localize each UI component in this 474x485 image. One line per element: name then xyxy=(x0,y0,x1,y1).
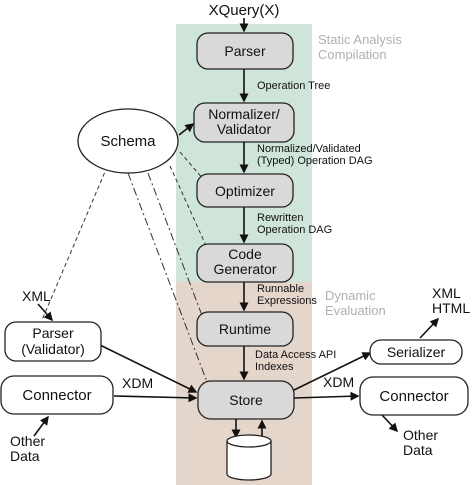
code-generator-node-label-line: Generator xyxy=(213,261,276,277)
schema-to-store-link xyxy=(127,172,208,383)
xdm-right-label-line: XDM xyxy=(323,374,354,390)
connector-right-node-label-line: Connector xyxy=(379,388,448,405)
parser-node-label-line: Parser xyxy=(224,43,266,59)
parser-validator-node-label-line: Parser xyxy=(32,325,74,341)
other-data-left-label-line: Data xyxy=(10,448,40,464)
rewritten-dag-label-line: Rewritten xyxy=(257,212,303,224)
optimizer-node-label: Optimizer xyxy=(215,183,275,199)
schema-to-codegen-link xyxy=(169,165,209,251)
xdm-left-label-line: XDM xyxy=(122,375,153,391)
static-phase-label-line: Static Analysis xyxy=(318,32,402,47)
code-generator-node xyxy=(196,243,294,283)
data-access-label-line: Indexes xyxy=(255,361,294,373)
xml-input-label: XML xyxy=(22,288,51,304)
input-query-label: XQuery(X) xyxy=(209,2,280,19)
arrow-store-to-serializer xyxy=(293,352,372,391)
runnable-expressions-label-line: Expressions xyxy=(257,295,317,307)
other-data-right-label-line: Data xyxy=(403,442,433,458)
store-node-label: Store xyxy=(229,392,263,408)
normalizer-validator-node xyxy=(193,102,295,143)
serializer-node-label: Serializer xyxy=(387,344,446,360)
xml-html-output-label-line: XML xyxy=(432,285,461,301)
connector-right-node-label: Connector xyxy=(379,388,448,405)
normalized-dag-label-line: Normalized/Validated xyxy=(257,143,361,155)
runtime-node-label: Runtime xyxy=(219,321,271,337)
operation-tree-label: Operation Tree xyxy=(257,80,330,92)
static-phase-label-line: Compilation xyxy=(318,47,387,62)
runtime-node-label-line: Runtime xyxy=(219,321,271,337)
optimizer-node xyxy=(196,173,294,208)
database-cylinder-icon xyxy=(226,434,272,481)
connector-left-node-label: Connector xyxy=(22,387,91,404)
arrow-connector-right-to-other-data xyxy=(381,414,399,433)
schema-to-optimizer-link xyxy=(179,151,205,181)
normalizer-node-label-line: Validator xyxy=(217,121,272,137)
connector-left-node-label-line: Connector xyxy=(22,387,91,404)
parser-validator-node-label: Parser(Validator) xyxy=(21,325,85,357)
arrow-parser-validator-to-store xyxy=(99,344,198,393)
parser-node xyxy=(196,32,294,70)
xdm-right-label: XDM xyxy=(323,374,354,390)
arrow-xml-to-parser-validator xyxy=(37,303,53,322)
other-data-right-label-line: Other xyxy=(403,427,438,443)
operation-tree-label-line: Operation Tree xyxy=(257,80,330,92)
rewritten-dag-label-line: Operation DAG xyxy=(257,224,332,236)
serializer-node-label-line: Serializer xyxy=(387,344,446,360)
dynamic-phase-label-line: Evaluation xyxy=(325,303,386,318)
runtime-node xyxy=(196,311,294,347)
schema-to-parser-validator-link xyxy=(41,159,111,321)
store-node-label-line: Store xyxy=(229,392,263,408)
xml-input-label-line: XML xyxy=(22,288,51,304)
normalizer-node-label-line: Normalizer/ xyxy=(208,106,280,122)
schema-node xyxy=(77,108,179,174)
arrow-schema-to-normalizer xyxy=(178,123,195,136)
runnable-expressions-label-line: Runnable xyxy=(257,283,304,295)
connector-left-node xyxy=(0,375,114,415)
arrow-connector-to-store xyxy=(113,393,198,403)
serializer-node xyxy=(369,339,463,365)
schema-node-label: Schema xyxy=(100,133,156,150)
parser-validator-node xyxy=(4,321,102,362)
normalized-dag-label-line: (Typed) Operation DAG xyxy=(257,155,373,167)
arrow-serializer-to-xml-html xyxy=(419,317,440,339)
schema-node-label-line: Schema xyxy=(100,133,156,150)
store-node xyxy=(197,380,295,420)
dynamic-phase-label-line: Dynamic xyxy=(325,288,376,303)
normalizer-node-label: Normalizer/Validator xyxy=(208,106,280,137)
parser-validator-node-label-line: (Validator) xyxy=(21,341,85,357)
parser-node-label: Parser xyxy=(224,43,266,59)
connector-right-node xyxy=(359,376,469,416)
schema-to-runtime-link xyxy=(147,172,204,319)
other-data-left-label-line: Other xyxy=(10,433,45,449)
normalized-dag-label: Normalized/Validated(Typed) Operation DA… xyxy=(257,143,373,167)
xml-html-output-label-line: HTML xyxy=(432,300,470,316)
code-generator-node-label-line: Code xyxy=(228,246,262,262)
arrow-other-data-to-connector xyxy=(33,415,49,437)
optimizer-node-label-line: Optimizer xyxy=(215,183,275,199)
arrow-store-to-connector-right xyxy=(293,391,360,401)
data-access-label-line: Data Access API xyxy=(255,349,336,361)
xdm-left-label: XDM xyxy=(122,375,153,391)
